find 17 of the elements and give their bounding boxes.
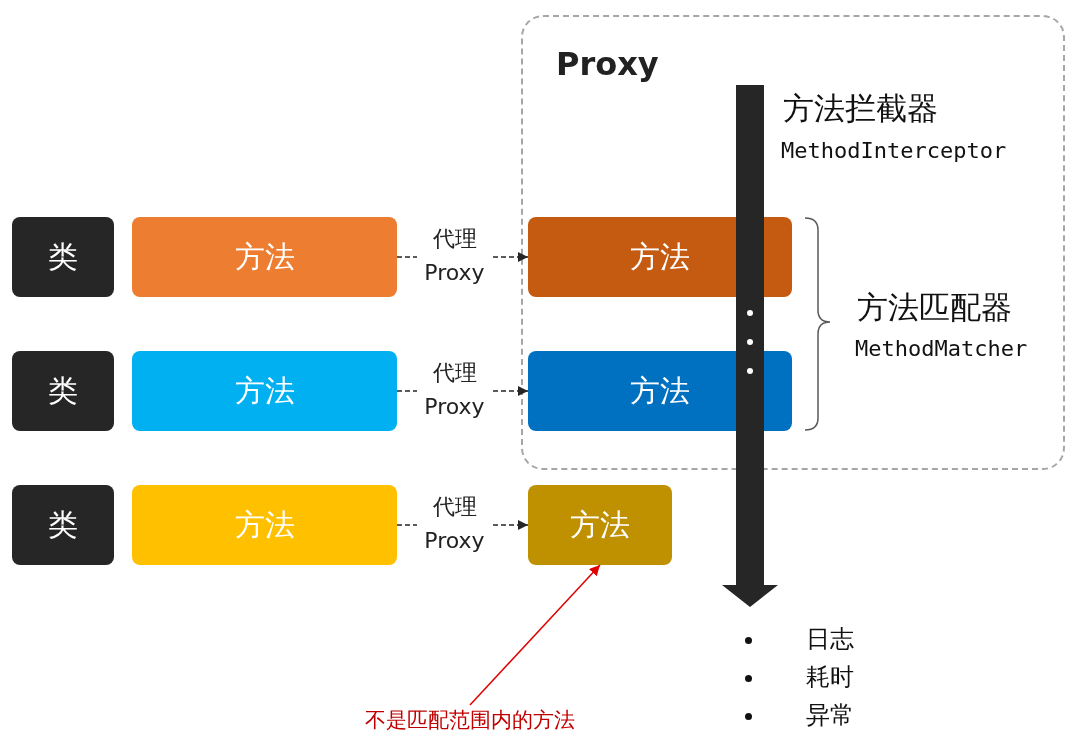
- method-interceptor-title: 方法拦截器: [783, 89, 938, 128]
- method-matcher-name: MethodMatcher: [855, 336, 1028, 361]
- leader-arrow: [469, 564, 601, 706]
- method-box: 方法: [528, 485, 672, 565]
- method-matcher-title: 方法匹配器: [857, 288, 1012, 327]
- method-box: 方法: [132, 485, 397, 565]
- list-item: 日志: [806, 624, 854, 655]
- group-title: Proxy: [556, 45, 659, 83]
- list-item: 耗时: [806, 662, 854, 693]
- class-box: 类: [12, 351, 114, 431]
- class-box: 类: [12, 485, 114, 565]
- method-interceptor-name: MethodInterceptor: [781, 138, 1007, 163]
- method-box: 方法: [132, 217, 397, 297]
- annotation-text: 不是匹配范围内的方法: [330, 705, 610, 735]
- method-box: 方法: [132, 351, 397, 431]
- list-item: 异常: [806, 700, 854, 731]
- class-box: 类: [12, 217, 114, 297]
